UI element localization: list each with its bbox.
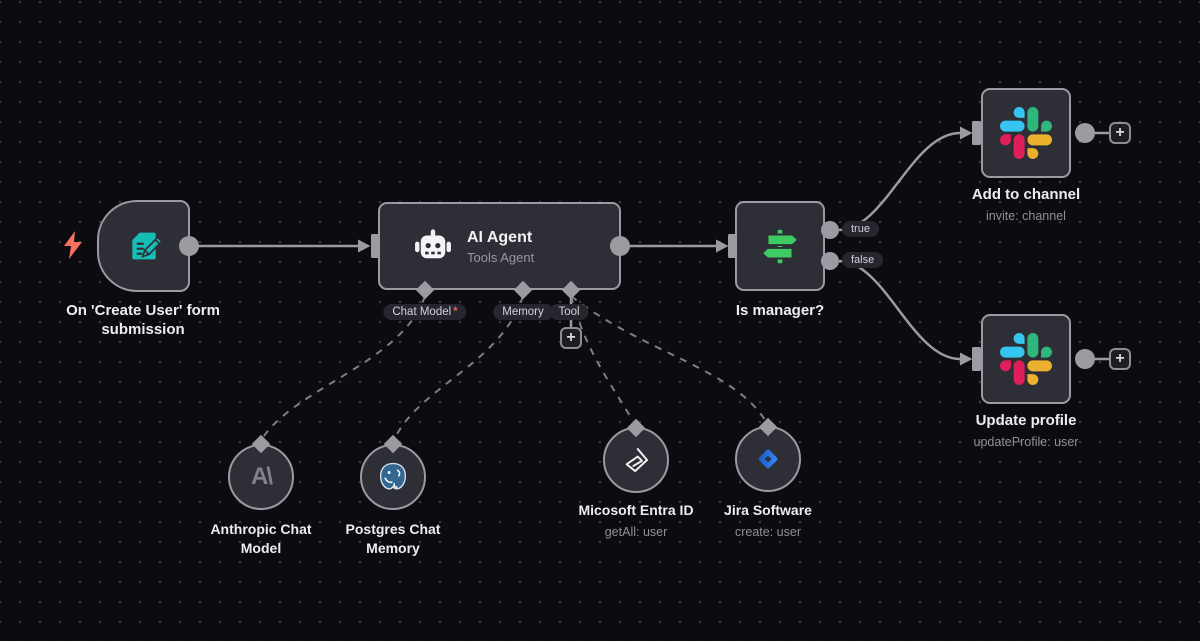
add-output-plus-button-bottom[interactable]: + [1109,348,1131,370]
port-label-chat-model: Chat Model* [383,304,467,320]
node-entra-id[interactable] [603,427,669,493]
port-postgres-in[interactable] [383,434,403,454]
output-port-add-channel[interactable] [1075,123,1095,143]
entra-id-icon [625,447,649,473]
arrowhead [716,239,729,253]
jira-icon [758,449,778,469]
entra-label: Micosoft Entra ID getAll: user [578,502,694,539]
arrowhead [358,239,371,253]
postgres-label: Postgres Chat Memory [345,521,441,556]
add-to-channel-label: Add to channel invite: channel [971,186,1081,223]
required-asterisk: * [453,306,458,318]
port-entra-in[interactable] [626,418,646,438]
anthropic-label: Anthropic Chat Model [210,521,312,556]
arrowhead [960,126,973,140]
postgres-icon [379,462,407,490]
form-trigger-label: On 'Create User' form submission [66,302,220,338]
slack-icon [1000,333,1052,385]
output-port-update-profile[interactable] [1075,349,1095,369]
output-port-agent[interactable] [610,236,630,256]
node-ai-agent[interactable]: AI Agent Tools Agent [378,202,621,290]
port-jira-in[interactable] [758,417,778,437]
node-add-to-channel[interactable] [981,88,1071,178]
port-label-memory: Memory [493,304,553,320]
update-profile-label: Update profile updateProfile: user [973,412,1079,449]
connection-tool-to-jira[interactable] [570,295,766,421]
output-label-true: true [842,221,879,237]
slack-icon [1000,107,1052,159]
plus-icon: + [1115,350,1125,367]
anthropic-icon: A\ [251,463,273,490]
switch-signpost-icon [760,229,800,264]
output-label-false: false [842,252,884,268]
node-update-profile[interactable] [981,314,1071,404]
port-anthropic-in[interactable] [251,434,271,454]
plus-icon: + [566,329,576,346]
input-port-ismanager[interactable] [728,234,737,258]
connection-memory-to-postgres[interactable] [395,295,524,437]
node-form-trigger[interactable] [97,200,190,292]
input-port-update-profile[interactable] [972,347,981,371]
port-chat-model[interactable] [415,280,435,300]
trigger-bolt-icon [64,231,82,259]
robot-icon [415,229,451,259]
add-output-plus-button-top[interactable]: + [1109,122,1131,144]
input-port-add-channel[interactable] [972,121,981,145]
arrowhead [960,352,973,366]
port-tool[interactable] [561,280,581,300]
output-port-true[interactable] [821,221,839,239]
node-is-manager[interactable] [735,201,825,291]
input-port-agent[interactable] [371,234,380,258]
port-label-tool: Tool [549,304,589,320]
output-port-trigger[interactable] [179,236,199,256]
form-icon [131,232,163,260]
plus-icon: + [1115,124,1125,141]
node-anthropic-chat-model[interactable]: A\ [228,444,294,510]
port-memory[interactable] [513,280,533,300]
add-tool-plus-button[interactable]: + [560,327,582,349]
jira-label: Jira Software create: user [724,502,812,539]
is-manager-label: Is manager? [735,302,825,319]
output-port-false[interactable] [821,252,839,270]
node-postgres-chat-memory[interactable] [360,444,426,510]
ai-agent-title: AI Agent [467,228,533,246]
ai-agent-subtitle: Tools Agent [467,249,535,265]
